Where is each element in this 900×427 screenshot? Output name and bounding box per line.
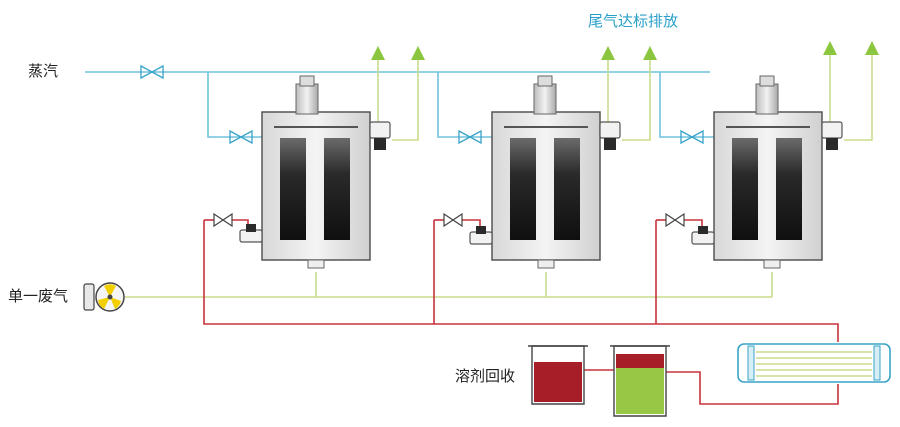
- vent-arrows: [371, 41, 879, 60]
- vent-arrow-2b: [643, 46, 657, 60]
- steam-valve-3[interactable]: [680, 129, 704, 145]
- waste-gas-label: 单一废气: [8, 287, 69, 305]
- steam-valve-2[interactable]: [458, 129, 482, 145]
- steam-valve-1[interactable]: [229, 129, 253, 145]
- vent-arrow-1a: [371, 46, 385, 60]
- adsorber-2: [469, 75, 621, 269]
- waste-gas-line: [125, 272, 773, 298]
- condenser: [737, 343, 891, 383]
- adsorber-1: [239, 75, 391, 269]
- adsorbent-bed-1b: [324, 138, 350, 240]
- adsorber-3: [691, 75, 843, 269]
- adsorbent-bed-3b: [776, 138, 802, 240]
- adsorbent-bed-1a: [280, 138, 306, 240]
- adsorbent-bed-2b: [554, 138, 580, 240]
- exhaust-discharge-label: 尾气达标排放: [588, 12, 679, 30]
- adsorbent-bed-3a: [732, 138, 758, 240]
- vent-arrow-1b: [411, 46, 425, 60]
- adsorbent-bed-2a: [510, 138, 536, 240]
- recovery-tank-1: [528, 345, 588, 405]
- condensate-valve-2[interactable]: [443, 212, 463, 228]
- vent-arrow-3b: [865, 41, 879, 55]
- steam-line: [85, 71, 714, 138]
- vent-lines: [377, 52, 873, 141]
- solvent-recovery-label: 溶剂回收: [455, 367, 516, 385]
- vent-arrow-2a: [601, 46, 615, 60]
- condensate-valve-3[interactable]: [665, 212, 685, 228]
- recovery-tank-2: [610, 345, 670, 417]
- steam-label: 蒸汽: [28, 62, 59, 80]
- condensate-valve-1[interactable]: [213, 212, 233, 228]
- vent-arrow-3a: [823, 41, 837, 55]
- steam-main-valve[interactable]: [140, 64, 164, 80]
- fan-icon: [83, 282, 125, 312]
